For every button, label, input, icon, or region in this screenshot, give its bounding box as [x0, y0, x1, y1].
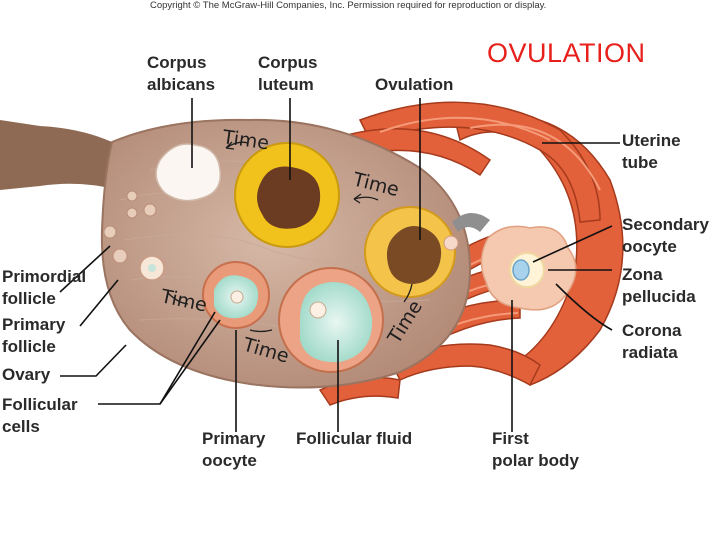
label-ovary: Ovary — [2, 365, 51, 384]
label-follicular-cells-line1: Follicular — [2, 395, 78, 414]
ovarian-ligament — [0, 120, 118, 190]
label-primary-oocyte-line2: oocyte — [202, 451, 257, 470]
label-primordial-follicle-line1: Primordial — [2, 267, 87, 286]
label-zona-pellucida: Zona pellucida — [622, 264, 696, 308]
label-corona-radiata-line1: Corona — [622, 321, 682, 340]
label-primary-oocyte-line1: Primary — [202, 429, 266, 448]
label-primordial-follicle: Primordial follicle — [2, 266, 86, 310]
page-title: OVULATION — [487, 38, 646, 68]
label-secondary-oocyte-line2: oocyte — [622, 237, 677, 256]
label-follicular-cells-line2: cells — [2, 417, 40, 436]
label-corpus-luteum-line1: Corpus — [258, 53, 318, 72]
corpus-luteum-core — [257, 166, 321, 229]
label-corpus-albicans: Corpus albicans — [147, 52, 215, 96]
label-zona-pellucida-line1: Zona — [622, 265, 663, 284]
label-uterine-tube-line2: tube — [622, 153, 658, 172]
secondary-oocyte-nucleus — [512, 259, 530, 281]
secondary-follicle-oocyte — [230, 290, 244, 304]
label-first-polar-body: First polar body — [492, 428, 579, 472]
label-corpus-albicans-line2: albicans — [147, 75, 216, 94]
label-primary-oocyte: Primary oocyte — [202, 428, 265, 472]
antrum-follicular-fluid — [300, 282, 373, 363]
label-primary-follicle-line2: follicle — [2, 337, 56, 356]
label-corona-radiata-line2: radiata — [622, 343, 678, 362]
label-corpus-luteum-line2: luteum — [258, 75, 314, 94]
label-follicular-cells: Follicular cells — [2, 394, 78, 438]
mature-follicle-oocyte — [309, 301, 327, 319]
label-secondary-oocyte: Secondary oocyte — [622, 214, 709, 258]
label-follicular-fluid: Follicular fluid — [296, 429, 413, 448]
label-corpus-luteum: Corpus luteum — [258, 52, 318, 96]
label-primary-follicle: Primary follicle — [2, 314, 65, 358]
ruptured-follicle-core — [386, 226, 442, 284]
leader-lines — [59, 98, 620, 432]
primordial-follicles — [103, 190, 157, 264]
primary-follicle-oocyte — [148, 264, 156, 272]
label-first-polar-body-line2: polar body — [492, 451, 579, 470]
tube-opening — [452, 212, 490, 232]
label-uterine-tube-line1: Uterine — [622, 131, 681, 150]
label-secondary-oocyte-line1: Secondary — [622, 215, 709, 234]
copyright-notice: Copyright © The McGraw-Hill Companies, I… — [150, 0, 547, 11]
label-corona-radiata: Corona radiata — [622, 320, 682, 364]
label-first-polar-body-line1: First — [492, 429, 529, 448]
label-zona-pellucida-line2: pellucida — [622, 287, 696, 306]
released-oocyte-small — [443, 235, 459, 251]
label-uterine-tube: Uterine tube — [622, 130, 681, 174]
corpus-albicans — [155, 143, 222, 202]
label-primary-follicle-line1: Primary — [2, 315, 66, 334]
label-corpus-albicans-line1: Corpus — [147, 53, 207, 72]
label-ovulation: Ovulation — [375, 75, 454, 94]
label-primordial-follicle-line2: follicle — [2, 289, 56, 308]
time-arrows — [167, 141, 413, 333]
